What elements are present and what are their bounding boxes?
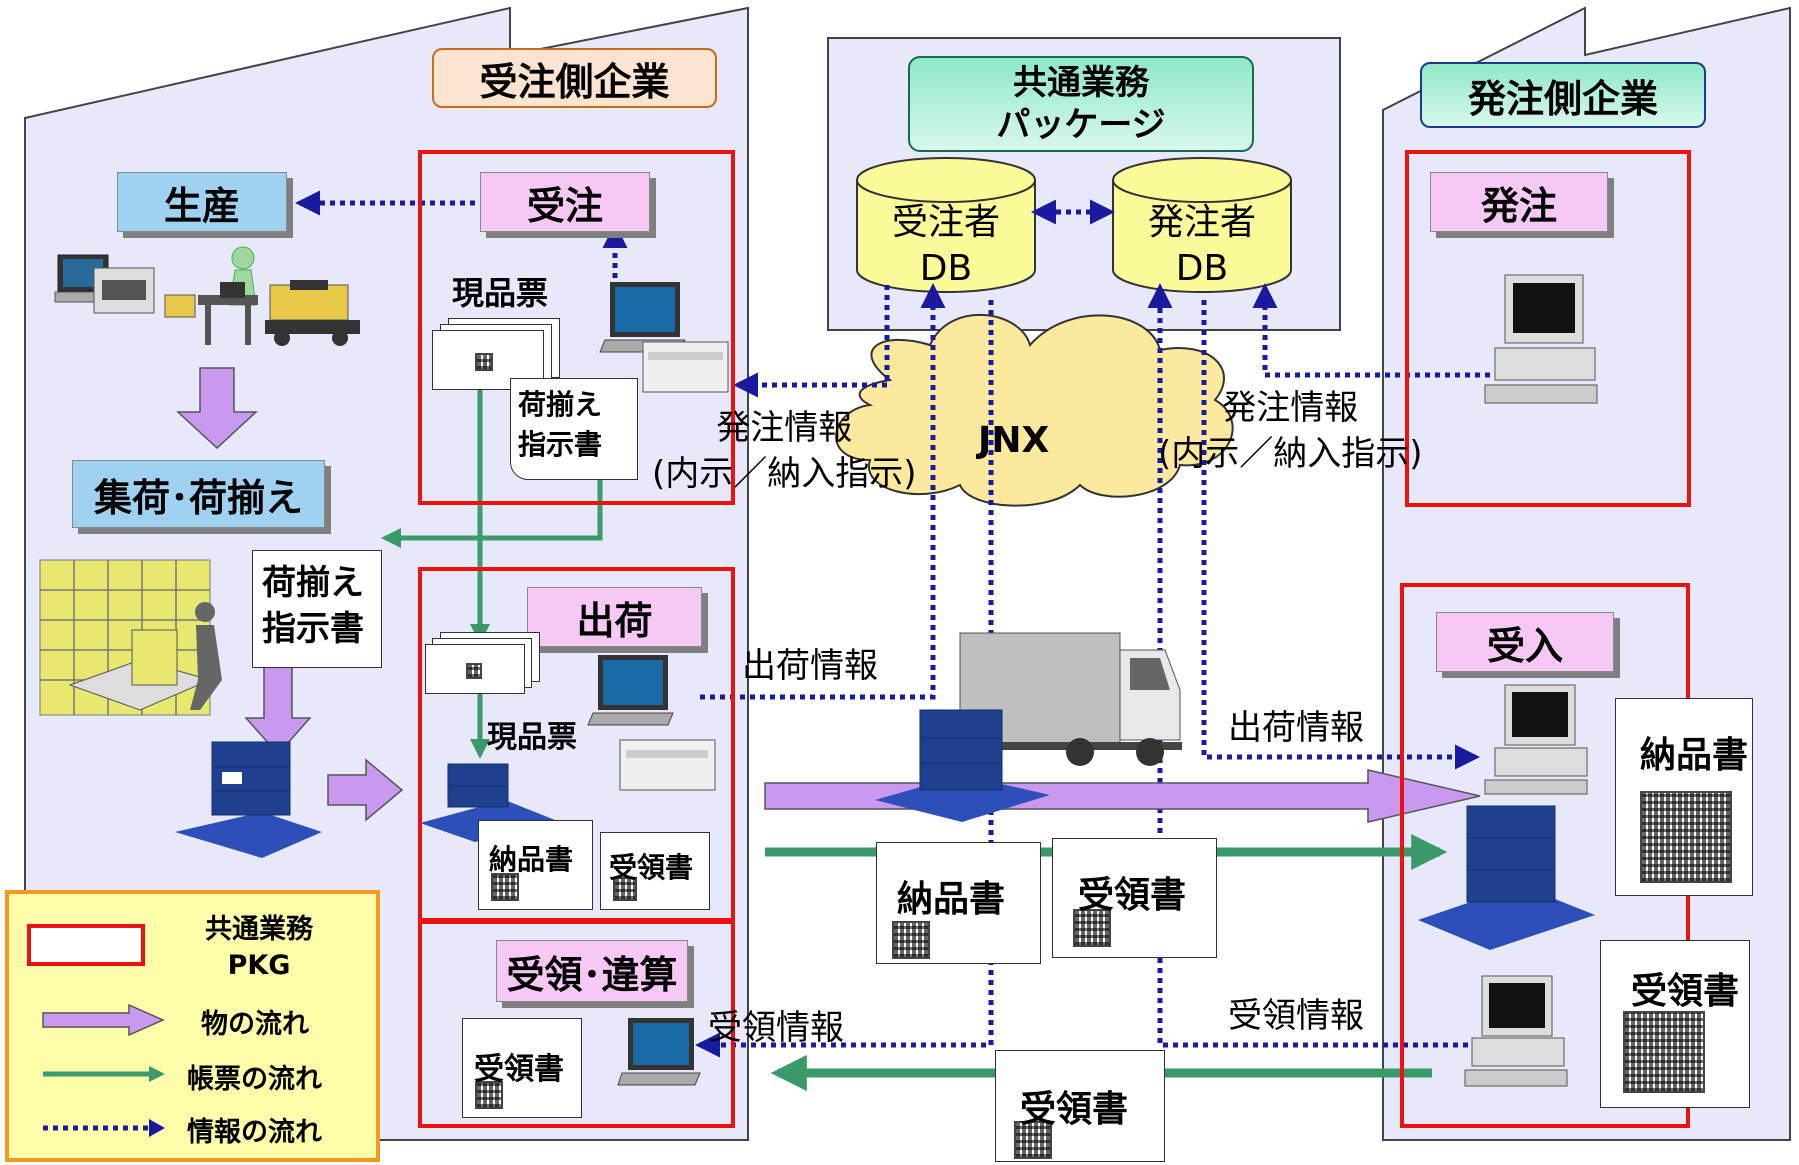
buyer-delivery-note-label: 納品書 — [1640, 735, 1749, 776]
db-buyer-shape — [1112, 157, 1292, 293]
return-receipt-label: 受領書 — [1020, 1089, 1129, 1130]
qr-code-icon — [1073, 909, 1111, 947]
order-label: 受注 — [480, 172, 650, 232]
qr-code-icon — [892, 921, 930, 959]
qr-code-icon — [1623, 1011, 1705, 1093]
shipping-receipt — [600, 832, 710, 910]
settlement-receipt — [462, 1018, 582, 1118]
legend-document-label: 帳票の流れ — [187, 1064, 322, 1095]
legend-info-arrow-icon — [43, 1119, 165, 1137]
shipping-info-right-label: 出荷情報 — [1228, 708, 1364, 748]
collection-label: 集荷･荷揃え — [72, 460, 325, 528]
package-title: 共通業務 パッケージ — [908, 56, 1254, 152]
settlement-receipt-label: 受領書 — [474, 1052, 564, 1087]
transport-delivery-note-label: 納品書 — [897, 879, 1006, 920]
shipping-info-left-label: 出荷情報 — [742, 646, 878, 686]
production-illustration — [54, 246, 360, 346]
settlement-laptop — [617, 1018, 701, 1086]
db-supplier-shape — [856, 157, 1036, 293]
buyer-title: 発注側企業 — [1420, 62, 1706, 128]
qr-code-icon — [475, 1081, 503, 1109]
legend-pkg-swatch — [27, 924, 145, 966]
legend-goods-label: 物の流れ — [201, 1009, 309, 1040]
qr-code-icon — [1014, 1121, 1052, 1159]
legend-pkg-label: 共通業務 PKG — [205, 914, 313, 981]
qr-code-icon — [491, 873, 519, 901]
buyer-receipt-label: 受領書 — [1631, 971, 1740, 1012]
jnx-label: JNX — [978, 420, 1050, 461]
buyer-receipt — [1600, 940, 1750, 1108]
receipt-info-left-label: 受領情報 — [708, 1008, 844, 1048]
order-info-left-label: 発注情報 (内示／納入指示) — [652, 408, 917, 494]
shipping-delivery-note-label: 納品書 — [489, 843, 574, 876]
receipt-info-right-label: 受領情報 — [1228, 996, 1364, 1036]
receipt-pc — [1464, 975, 1568, 1087]
settlement-label: 受領･違算 — [496, 940, 688, 1002]
legend-goods-arrow-icon — [42, 1003, 165, 1037]
legend: 共通業務 PKG 物の流れ 帳票の流れ 情報の流れ — [5, 890, 380, 1162]
transport-receipt-label: 受領書 — [1078, 875, 1187, 916]
receiving-pc — [1484, 684, 1588, 795]
qr-code-icon — [475, 353, 493, 371]
goods-stack-left — [175, 741, 322, 858]
shipping-label: 出荷 — [527, 587, 702, 647]
truck — [959, 632, 1182, 766]
qr-code-icon — [613, 877, 637, 901]
buyer-order-label: 発注 — [1430, 172, 1608, 232]
shipping-genpinhyo-label: 現品票 — [487, 720, 577, 755]
production-label: 生産 — [117, 172, 287, 232]
pkg-frame-settlement — [418, 920, 735, 1128]
instruction-doc-small-label: 荷揃え 指示書 — [518, 388, 603, 461]
instruction-doc-large-label: 荷揃え 指示書 — [262, 563, 364, 649]
qr-code-icon — [466, 663, 482, 679]
legend-info-label: 情報の流れ — [187, 1117, 322, 1148]
buyer-receiving-label: 受入 — [1436, 612, 1614, 672]
pkg-frame-order — [418, 150, 735, 505]
goods-stack-buyer — [1418, 805, 1595, 950]
db-buyer-label: 発注者 DB — [1147, 202, 1256, 289]
transport-receipt — [1052, 838, 1217, 958]
shipping-receipt-label: 受領書 — [609, 851, 694, 884]
db-supplier-label: 受注者 DB — [891, 202, 1000, 289]
order-laptop — [599, 282, 729, 393]
pkg-frame-buyer-order — [1405, 150, 1691, 507]
shipping-delivery-note — [478, 820, 593, 910]
order-genpinhyo-label: 現品票 — [452, 274, 549, 312]
transport-delivery-note — [876, 842, 1041, 964]
shipping-genpinhyo-front — [425, 644, 525, 694]
qr-code-icon — [1640, 791, 1732, 883]
goods-stack-truck — [875, 709, 1050, 822]
legend-document-arrow-icon — [43, 1066, 165, 1082]
order-info-right-label: 発注情報 (内示／納入指示) — [1158, 388, 1423, 474]
shipping-laptop — [587, 655, 716, 791]
supplier-title: 受注側企業 — [432, 48, 717, 108]
instruction-doc-large — [252, 550, 382, 668]
buyer-delivery-note — [1615, 698, 1753, 896]
order-pc — [1484, 274, 1598, 404]
instruction-doc-small — [510, 378, 638, 480]
return-receipt — [995, 1050, 1165, 1162]
warehouse-illustration — [39, 559, 222, 716]
